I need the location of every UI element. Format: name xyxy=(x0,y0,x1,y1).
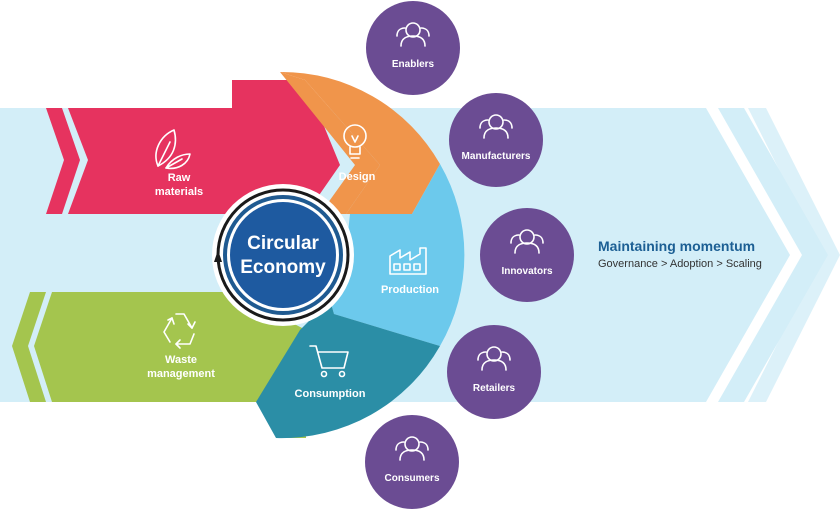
person-group-icon xyxy=(510,229,544,254)
shopping-cart-icon xyxy=(309,345,349,378)
momentum-subtitle: Governance > Adoption > Scaling xyxy=(598,258,762,270)
stakeholder-label: Innovators xyxy=(501,266,553,277)
stakeholder-retailers: Retailers xyxy=(447,325,541,419)
stakeholder-consumers: Consumers xyxy=(365,415,459,509)
momentum-title: Maintaining momentum xyxy=(598,238,755,254)
stakeholder-innovators: Innovators xyxy=(480,208,574,302)
production-segment: Production xyxy=(330,164,465,346)
leaf-icon xyxy=(155,129,191,170)
design-label: Design xyxy=(339,171,376,183)
stakeholder-enablers: Enablers xyxy=(366,1,460,95)
waste-management-label-line1: Waste xyxy=(165,354,197,366)
person-group-icon xyxy=(396,22,430,47)
recycle-icon xyxy=(163,313,196,349)
stakeholder-label: Retailers xyxy=(473,383,516,394)
raw-materials-label-line2: materials xyxy=(155,186,203,198)
stakeholder-manufacturers: Manufacturers xyxy=(449,93,543,187)
design-segment: Design xyxy=(280,71,440,214)
raw-materials-label-line1: Raw xyxy=(168,172,191,184)
consumption-segment: Consumption xyxy=(256,300,440,439)
person-group-icon xyxy=(395,436,429,461)
person-group-icon xyxy=(479,114,513,139)
production-label: Production xyxy=(381,284,439,296)
stakeholder-label: Enablers xyxy=(392,59,435,70)
center-label-line2: Economy xyxy=(240,257,326,278)
stakeholder-label: Manufacturers xyxy=(462,151,531,162)
consumption-label: Consumption xyxy=(295,388,366,400)
factory-icon xyxy=(389,247,427,275)
waste-management-segment: Waste management xyxy=(12,292,306,438)
circular-economy-hub: Circular Economy xyxy=(212,184,354,326)
stakeholder-label: Consumers xyxy=(384,473,439,484)
waste-management-label-line2: management xyxy=(147,368,215,380)
person-group-icon xyxy=(477,346,511,371)
center-label-line1: Circular xyxy=(247,233,319,254)
raw-materials-segment: Raw materials xyxy=(46,80,340,214)
lightbulb-icon xyxy=(343,124,367,159)
cycle-arrow-icon xyxy=(214,250,222,262)
